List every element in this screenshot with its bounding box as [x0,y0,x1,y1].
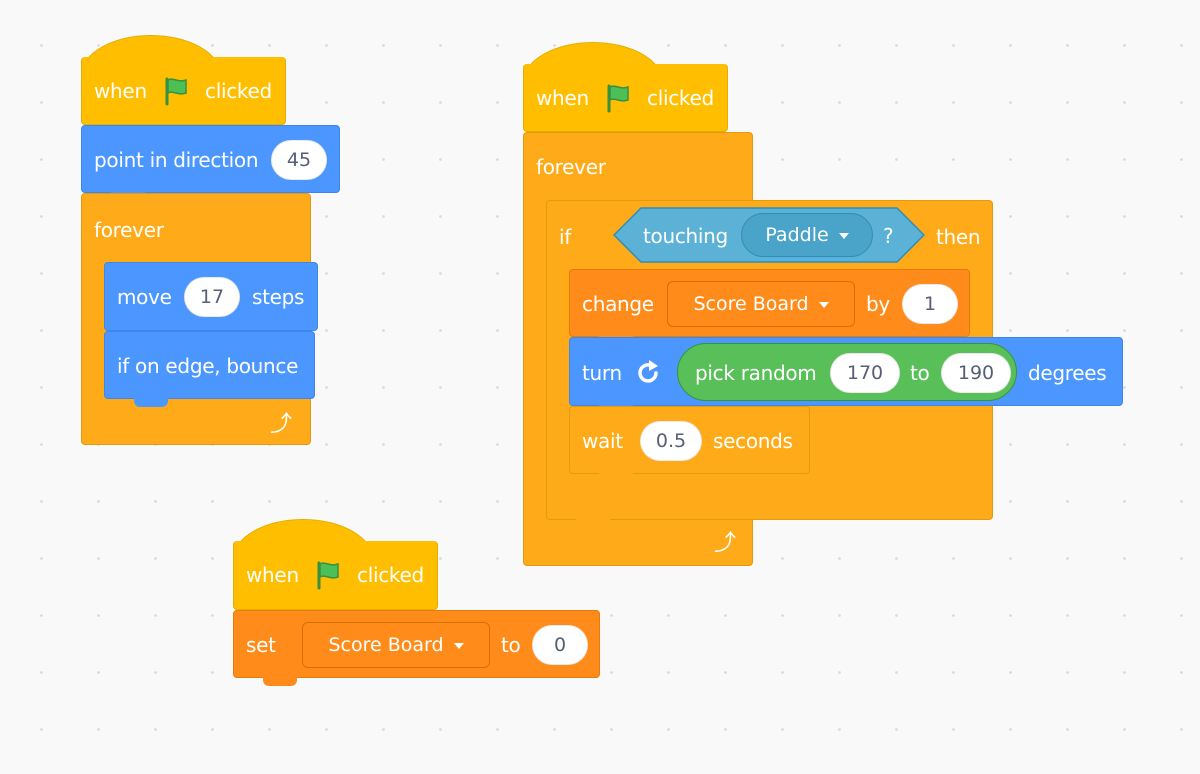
pick-random-label: pick random [695,361,817,385]
point-in-direction-block[interactable]: point in direction 45 [81,125,340,193]
clicked-label: clicked [647,86,714,110]
when-label: when [536,86,589,110]
green-flag-icon [317,561,339,590]
random-to-label: to [910,361,930,385]
set-label: set [246,633,276,657]
set-value-input[interactable]: 0 [532,625,588,665]
green-flag-icon [165,77,187,106]
variable-dropdown[interactable]: Score Board [667,281,855,327]
green-flag-icon [607,84,629,113]
wait-seconds-input[interactable]: 0.5 [640,421,702,461]
chevron-down-icon [818,302,829,308]
if-label: if [559,225,571,249]
move-label: move [117,285,172,309]
forever-label: forever [94,218,164,242]
set-variable-block[interactable]: set Score Board to 0 [233,610,600,678]
forever-label: forever [536,155,606,179]
pick-random-operator-block[interactable]: pick random 170 to 190 [677,343,1017,401]
when-label: when [246,563,299,587]
degrees-label: degrees [1028,361,1107,385]
touching-target-value: Paddle [765,224,829,246]
wait-seconds-block[interactable]: wait 0.5 seconds [569,406,810,474]
change-variable-block[interactable]: change Score Board by 1 [569,269,970,337]
block-notch [134,398,168,407]
block-notch [576,519,610,528]
clicked-label: clicked [357,563,424,587]
if-on-edge-bounce-block[interactable]: if on edge, bounce [104,331,315,399]
loop-arrow-icon: ⤴ [714,531,737,556]
chevron-down-icon [838,233,849,239]
variable-value: Score Board [693,293,809,315]
bounce-label: if on edge, bounce [117,354,299,378]
random-to-input[interactable]: 190 [941,353,1011,393]
change-amount-input[interactable]: 1 [902,284,958,324]
rotate-clockwise-icon [638,360,658,383]
then-label: then [936,225,981,249]
point-in-direction-label: point in direction [94,148,259,172]
steps-label: steps [252,285,305,309]
block-notch [263,677,297,686]
question-mark-label: ? [883,224,894,248]
turn-label: turn [582,361,622,385]
to-label: to [501,633,521,657]
by-label: by [866,292,890,316]
touching-label: touching [643,224,728,248]
chevron-down-icon [453,643,464,649]
when-flag-clicked-block[interactable]: when clicked [523,64,728,132]
touching-target-dropdown[interactable]: Paddle [741,213,873,257]
seconds-label: seconds [713,429,793,453]
random-from-input[interactable]: 170 [830,353,900,393]
when-flag-clicked-block[interactable]: when clicked [81,57,286,125]
move-steps-block[interactable]: move 17 steps [104,262,318,331]
variable-value: Score Board [328,634,444,656]
clicked-label: clicked [205,79,272,103]
wait-label: wait [582,429,623,453]
loop-arrow-icon: ⤴ [270,412,293,437]
when-label: when [94,79,147,103]
block-notch [599,473,633,482]
steps-input[interactable]: 17 [184,277,240,317]
variable-dropdown[interactable]: Score Board [302,622,490,668]
when-flag-clicked-block[interactable]: when clicked [233,541,438,610]
direction-input[interactable]: 45 [271,140,327,180]
change-label: change [582,292,654,316]
